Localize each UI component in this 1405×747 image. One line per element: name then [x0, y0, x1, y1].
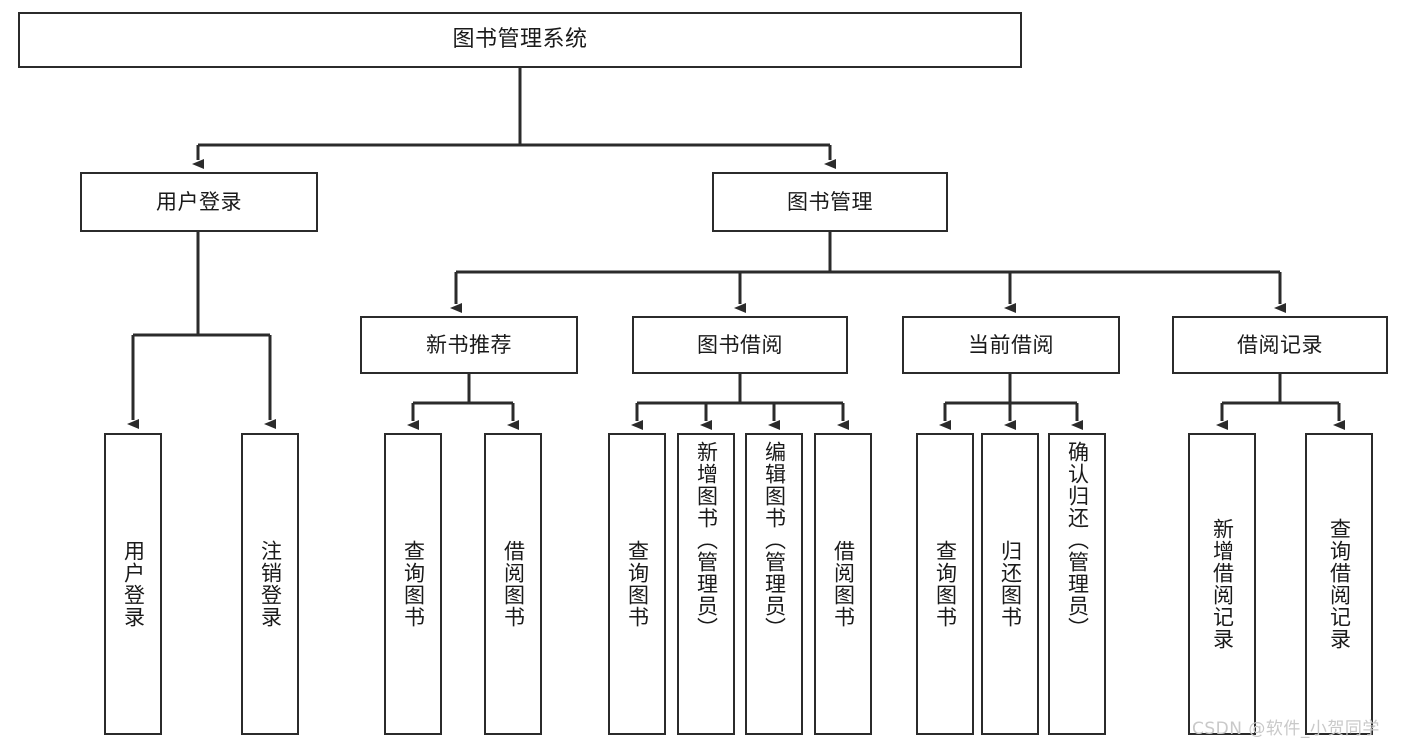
node-book-management[interactable]: 图书管理	[712, 172, 948, 232]
leaf-borrow-book-recommend[interactable]: 借阅图书	[484, 433, 542, 735]
leaf-query-book-borrow[interactable]: 查询图书	[608, 433, 666, 735]
leaf-confirm-return-admin[interactable]: 确认归还（管理员）	[1048, 433, 1106, 735]
node-root-system[interactable]: 图书管理系统	[18, 12, 1022, 68]
node-borrow-record[interactable]: 借阅记录	[1172, 316, 1388, 374]
node-book-borrow[interactable]: 图书借阅	[632, 316, 848, 374]
leaf-edit-book-admin[interactable]: 编辑图书（管理员）	[745, 433, 803, 735]
node-current-borrow[interactable]: 当前借阅	[902, 316, 1120, 374]
node-new-book-recommend[interactable]: 新书推荐	[360, 316, 578, 374]
leaf-borrow-book[interactable]: 借阅图书	[814, 433, 872, 735]
leaf-add-book-admin[interactable]: 新增图书（管理员）	[677, 433, 735, 735]
leaf-query-book-recommend[interactable]: 查询图书	[384, 433, 442, 735]
leaf-add-borrow-record[interactable]: 新增借阅记录	[1188, 433, 1256, 735]
leaf-logout[interactable]: 注销登录	[241, 433, 299, 735]
node-user-login[interactable]: 用户登录	[80, 172, 318, 232]
leaf-return-book[interactable]: 归还图书	[981, 433, 1039, 735]
leaf-query-borrow-record[interactable]: 查询借阅记录	[1305, 433, 1373, 735]
leaf-user-login[interactable]: 用户登录	[104, 433, 162, 735]
leaf-query-book-current[interactable]: 查询图书	[916, 433, 974, 735]
watermark: CSDN @软件_小贺同学	[1192, 719, 1380, 739]
